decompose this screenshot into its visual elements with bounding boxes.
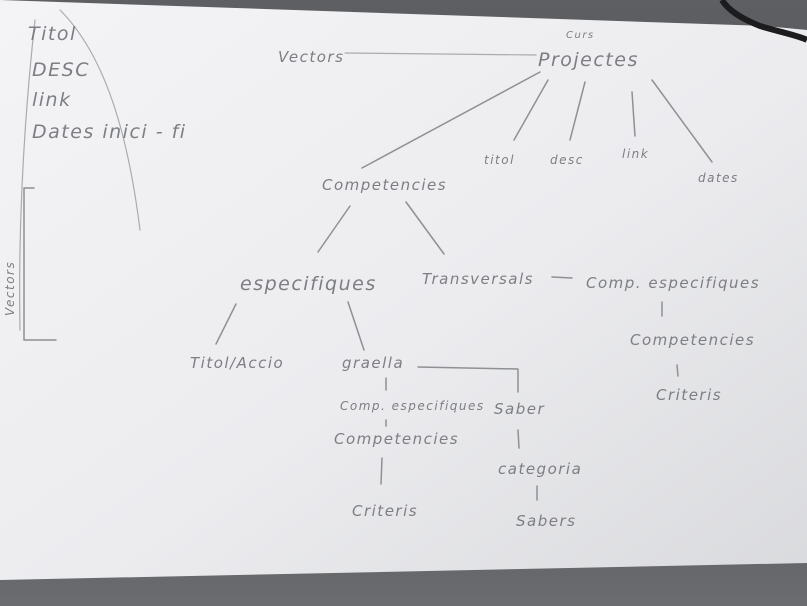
node-titol-accio: Titol/Accio	[190, 354, 284, 372]
node-curs: Curs	[566, 30, 595, 41]
edge-competencies-transversals	[405, 201, 445, 255]
node-especifiques: especifiques	[240, 273, 377, 295]
edge-projectes-dates	[651, 79, 713, 163]
node-saber: Saber	[494, 400, 545, 418]
node-categoria: categoria	[498, 460, 582, 478]
node-projectes: Projectes	[538, 49, 639, 71]
edge-competencies-especifiques	[317, 205, 351, 253]
node-criteris-right: Criteris	[656, 386, 722, 404]
node-competencies: Competencies	[322, 176, 447, 194]
node-link: link	[622, 147, 649, 161]
edge-projectes-competencies	[361, 71, 541, 169]
vectors-bracket	[23, 187, 57, 341]
paper-sheet	[0, 0, 807, 580]
node-competencies-right: Competencies	[630, 331, 755, 349]
node-titol: titol	[484, 153, 515, 167]
node-dates: dates	[698, 171, 739, 185]
edge-transversals-comp	[551, 276, 573, 279]
edge-especifiques-titolaccio	[215, 303, 237, 345]
node-vectors: Vectors	[278, 48, 344, 66]
edge-graella-saber	[417, 366, 519, 393]
edge-vectors-projectes	[344, 52, 537, 56]
node-criteris-mid: Criteris	[352, 502, 418, 520]
node-graella: graella	[342, 354, 404, 372]
edge-competencies-criteris-mid	[380, 457, 383, 485]
margin-dates: Dates inici - fi	[32, 121, 187, 143]
bracket-vectors-label: Vectors	[3, 261, 17, 316]
edge-saber-categoria	[517, 429, 520, 449]
margin-desc: DESC	[32, 59, 90, 81]
margin-curve-2	[19, 19, 36, 331]
edge-especifiques-graella	[347, 301, 365, 351]
node-sabers: Sabers	[516, 512, 576, 530]
edge-projectes-titol	[513, 79, 549, 141]
margin-curve	[59, 9, 141, 231]
node-competencies-mid: Competencies	[334, 430, 459, 448]
edge-projectes-link	[631, 91, 636, 137]
node-desc: desc	[550, 153, 584, 167]
node-comp-especifiques-right: Comp. especifiques	[586, 274, 760, 292]
edge-competencies-criteris-right	[676, 364, 679, 377]
margin-link: link	[32, 89, 72, 111]
node-transversals: Transversals	[422, 270, 534, 288]
margin-titol: Titol	[28, 23, 77, 45]
edge-projectes-desc	[569, 81, 586, 141]
node-comp-especifiques-mid: Comp. especifiques	[340, 399, 485, 413]
cable	[719, 0, 807, 43]
